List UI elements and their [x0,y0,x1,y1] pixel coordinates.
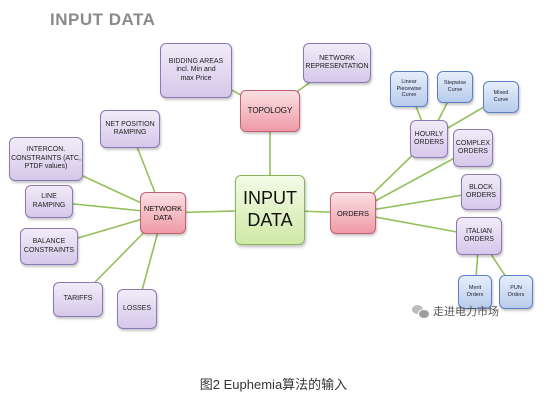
page-title: INPUT DATA [50,10,156,29]
watermark: 走进电力市场 [412,303,499,319]
node-complex-orders: COMPLEX ORDERS [453,129,493,167]
wechat-icon [412,305,430,319]
node-orders: ORDERS [330,192,376,234]
node-bidding-areas: BIDDING AREAS incl. Min and max Price [160,43,232,98]
node-topology: TOPOLOGY [240,90,300,132]
node-pun-orders: PUN Orders [499,275,533,309]
node-network-data: NETWORK DATA [140,192,186,234]
node-line-ramping: LINE RAMPING [25,185,73,218]
figure-caption: 图2 Euphemia算法的输入 [199,377,348,392]
node-hourly-orders: HOURLY ORDERS [410,120,448,158]
node-network-representation: NETWORK REPRESENTATION [303,43,371,83]
node-stepwise-curve: Stepwise Curve [437,71,473,103]
node-intercon-constraints: INTERCON. CONSTRAINTS (ATC, PTDF values) [9,137,83,181]
node-merit-orders: Merit Orders [458,275,492,309]
node-linear-piecewise-curve: Linear Piecewise Curve [390,71,428,107]
node-input-data: INPUT DATA [235,175,305,245]
node-net-position-ramping: NET POSITION RAMPING [100,110,160,148]
node-losses: LOSSES [117,289,157,329]
watermark-text: 走进电力市场 [433,306,499,318]
node-tariffs: TARIFFS [53,282,103,317]
node-mixed-curve: Mixed Curve [483,81,519,113]
node-block-orders: BLOCK ORDERS [461,174,501,210]
node-italian-orders: ITALIAN ORDERS [456,217,502,255]
node-balance-constraints: BALANCE CONSTRAINTS [20,228,78,265]
